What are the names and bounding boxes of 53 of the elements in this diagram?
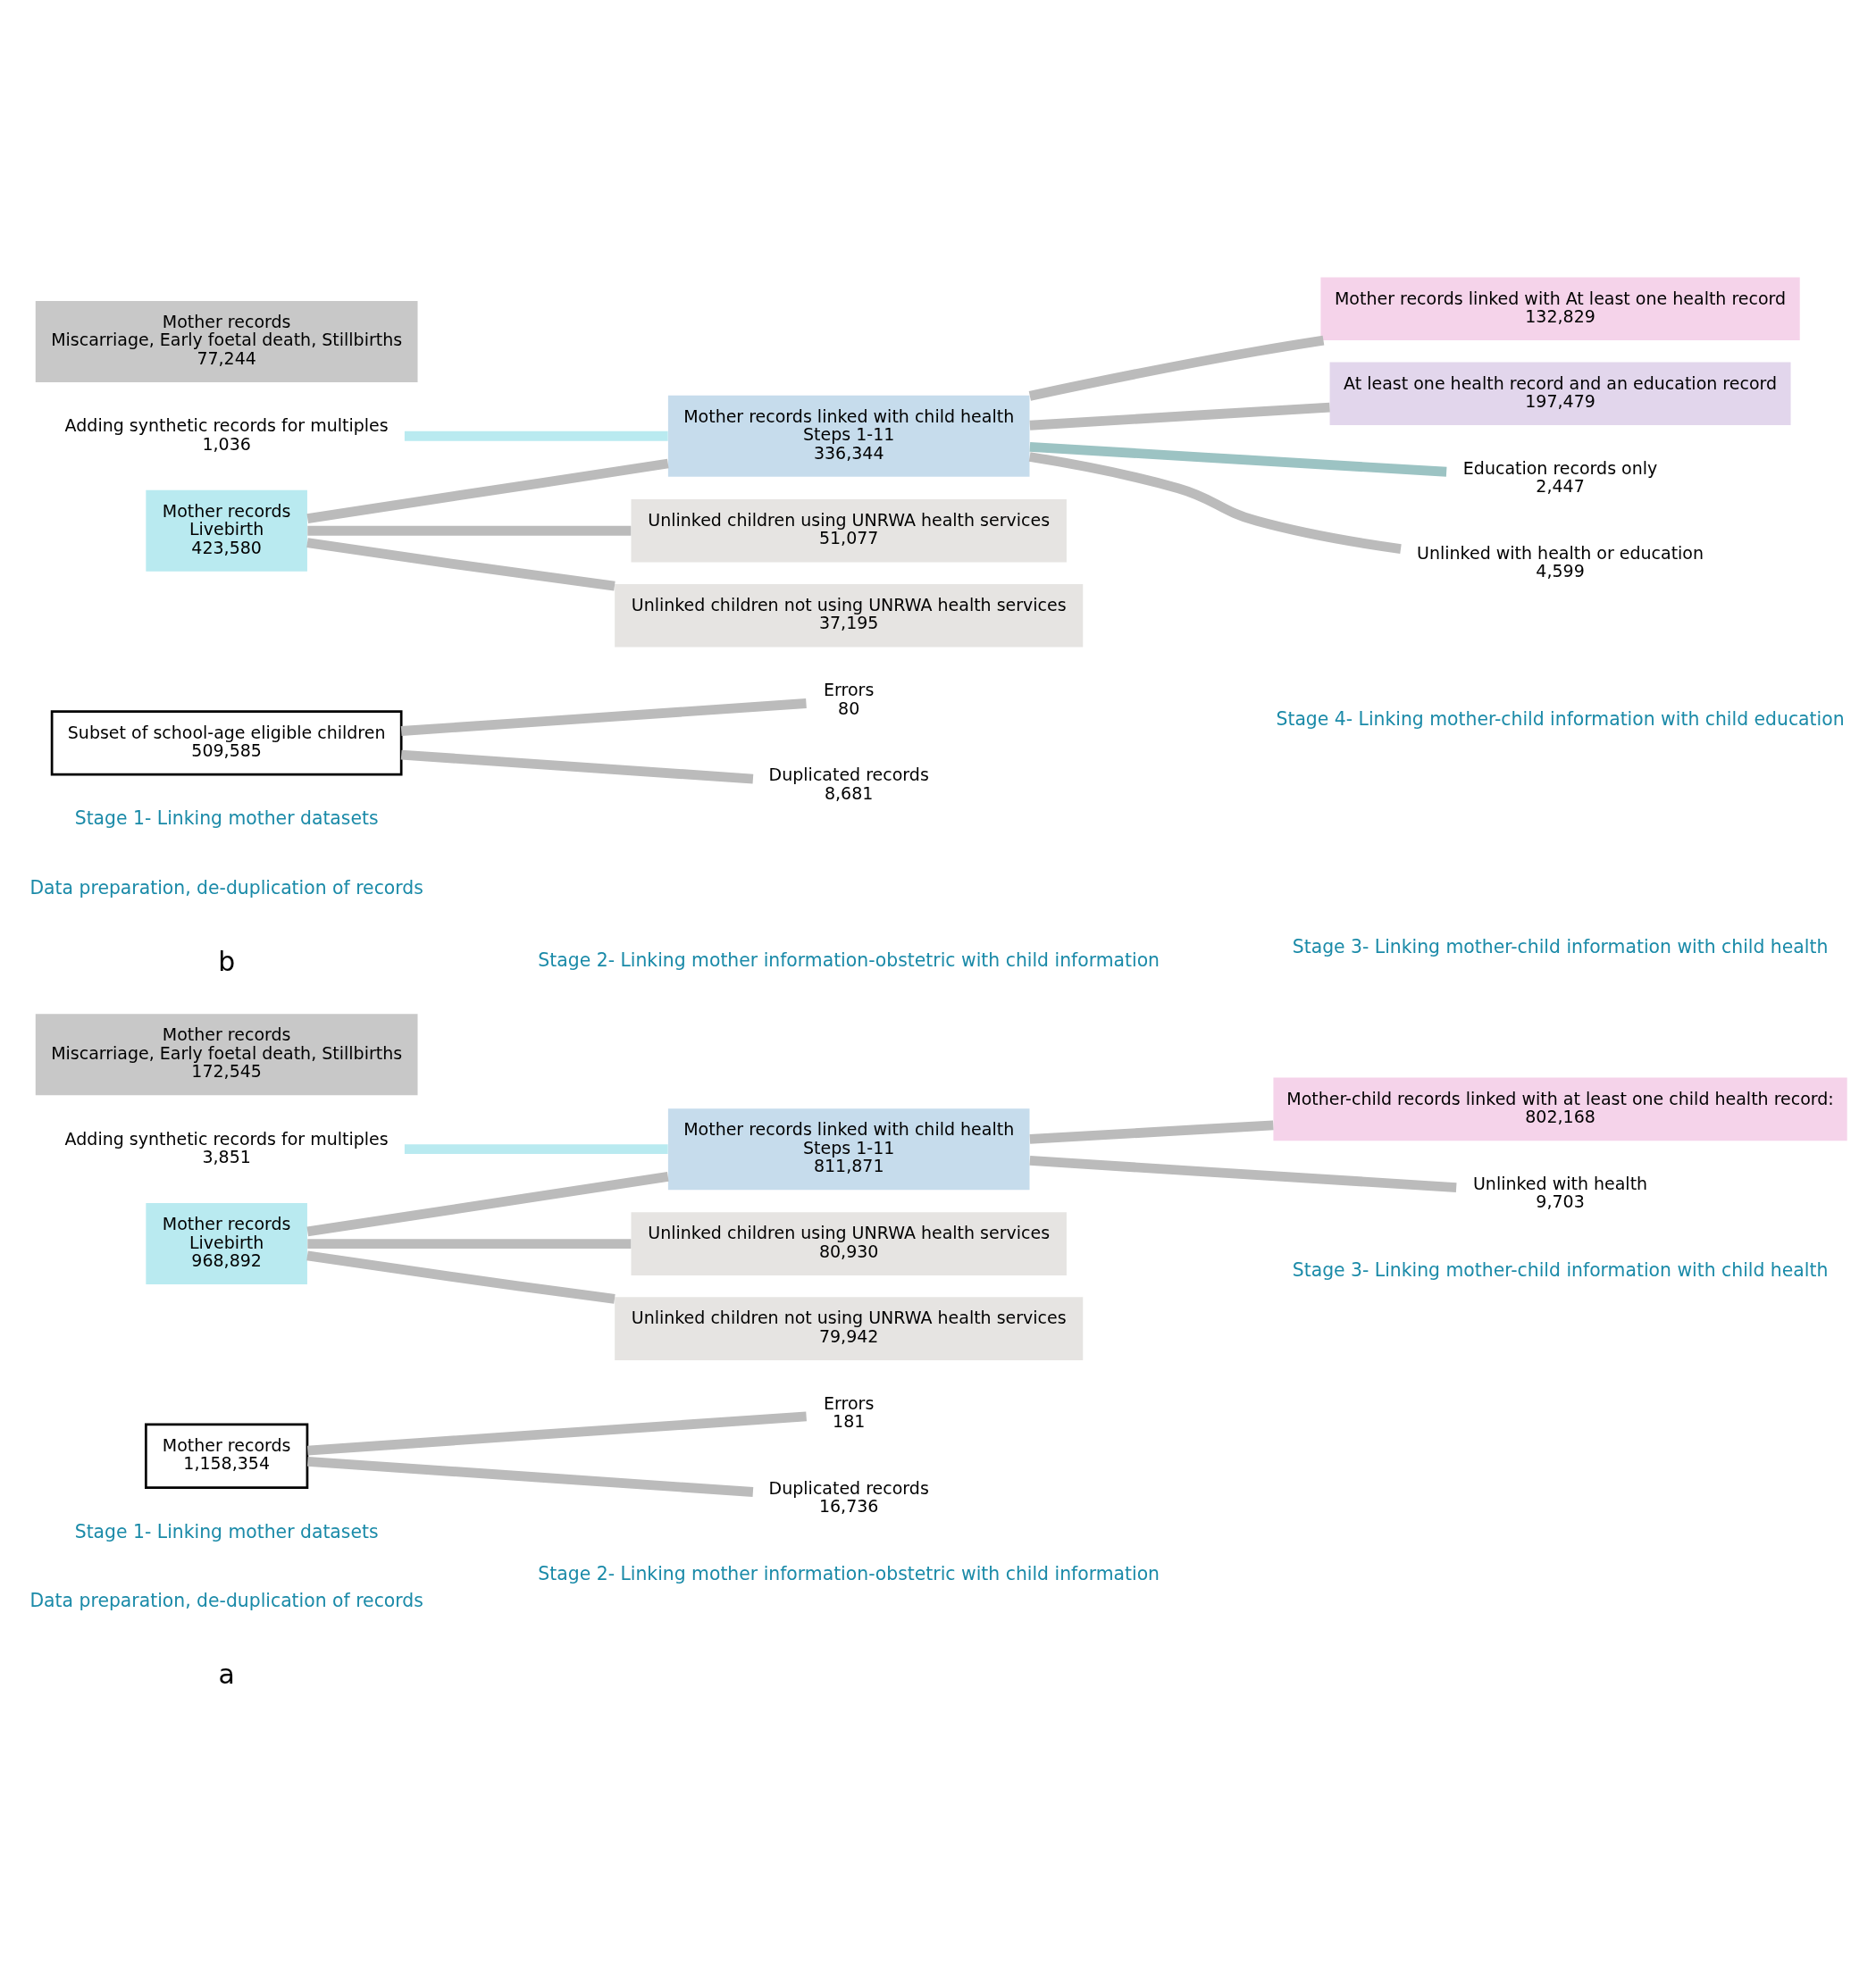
connector	[306, 1410, 807, 1456]
label: Stage 3- Linking mother-child information with child health	[1292, 935, 1829, 957]
node-box: Subset of school-age eligible children 509,585	[50, 709, 403, 775]
node-text: Errors 80	[824, 679, 875, 718]
label: Stage 1- Linking mother datasets	[74, 807, 379, 829]
node-box: Mother records linked with child health Steps 1-11 811,871	[667, 1108, 1030, 1190]
node-text: Adding synthetic records for multiples 1,036	[64, 414, 389, 454]
node-text: Unlinked with health 9,703	[1472, 1173, 1648, 1211]
node-box: Unlinked children using UNRWA health services 80,930	[631, 1211, 1067, 1275]
node-box: Unlinked children not using UNRWA health services 79,942	[615, 1296, 1084, 1360]
connector	[1029, 1155, 1457, 1192]
node-box: Mother records 1,158,354	[145, 1423, 309, 1489]
node-text: Education records only 2,447	[1462, 457, 1658, 496]
connector	[400, 749, 754, 783]
node-box: At least one health record and an education record 197,479	[1329, 362, 1791, 425]
label: Data preparation, de-duplication of records	[29, 1589, 423, 1611]
connector	[404, 1143, 668, 1154]
connector	[1029, 402, 1330, 430]
connector	[306, 537, 616, 590]
label: Data preparation, de-duplication of records	[29, 876, 423, 899]
connector	[307, 525, 632, 536]
node-box: Unlinked children using UNRWA health services 51,077	[631, 498, 1067, 562]
connector	[404, 430, 668, 441]
connector	[1028, 335, 1325, 401]
label: a	[218, 1658, 235, 1690]
node-box: Mother records linked with child health Steps 1-11 336,344	[667, 395, 1030, 477]
label: Stage 4- Linking mother-child information with child education	[1276, 707, 1845, 730]
connector	[306, 458, 669, 523]
node-text: Unlinked with health or education 4,599	[1417, 542, 1704, 581]
node-text: Errors 181	[824, 1392, 875, 1431]
connector	[306, 1250, 616, 1304]
node-box: Mother records Livebirth 423,580	[146, 489, 307, 572]
connector	[307, 1238, 632, 1249]
node-text: Adding synthetic records for multiples 3,851	[64, 1128, 389, 1166]
connector	[306, 1171, 669, 1236]
label: b	[218, 945, 236, 977]
connector	[1029, 441, 1447, 477]
node-box: Unlinked children not using UNRWA health services 37,195	[615, 583, 1084, 648]
node-box: Mother-child records linked with at least one child health record: 802,168	[1273, 1077, 1847, 1141]
label: Stage 3- Linking mother-child information with child health	[1292, 1258, 1829, 1281]
connector	[400, 698, 807, 736]
node-text: Duplicated records 8,681	[768, 764, 929, 803]
node-text: Duplicated records 16,736	[768, 1477, 929, 1516]
node-box: Mother records linked with At least one health record 132,829	[1320, 276, 1800, 340]
node-box: Mother records Miscarriage, Early foetal death, Stillbirths 172,545	[35, 1013, 418, 1095]
connector	[1028, 451, 1402, 554]
label: Stage 2- Linking mother information-obstetric with child information	[538, 1562, 1160, 1584]
connector	[306, 1456, 754, 1497]
connector	[1029, 1120, 1274, 1144]
label: Stage 1- Linking mother datasets	[74, 1520, 379, 1542]
node-box: Mother records Miscarriage, Early foetal death, Stillbirths 77,244	[35, 300, 418, 382]
label: Stage 2- Linking mother information-obstetric with child information	[538, 949, 1160, 971]
node-box: Mother records Livebirth 968,892	[146, 1202, 307, 1284]
